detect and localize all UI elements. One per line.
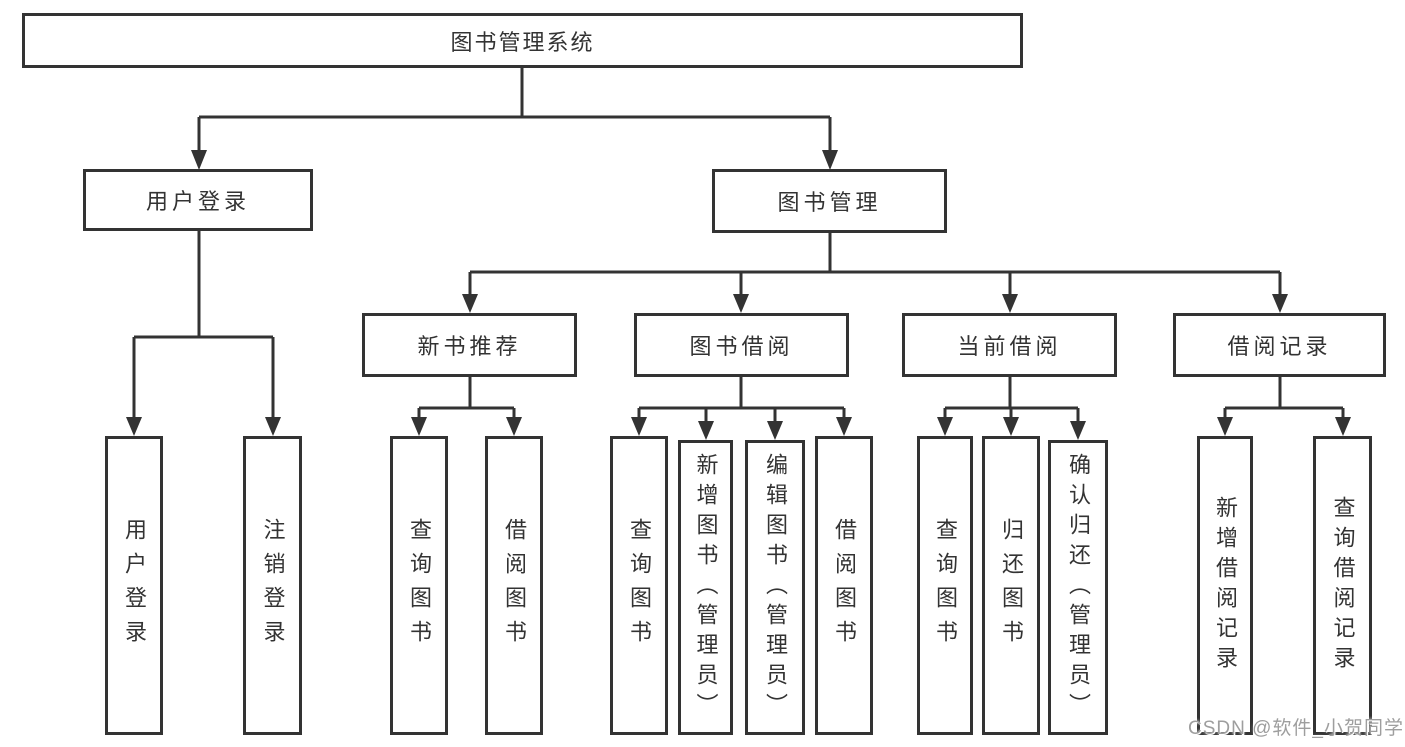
node-book-borrowing-label: 图书借阅: [689, 334, 794, 359]
leaf-nb-borrow-books-label: 借阅图书: [502, 517, 527, 654]
leaf-logout: 注销登录: [243, 436, 302, 735]
leaf-cb-query-books-label: 查询图书: [933, 517, 958, 654]
connector-new-book-recommend: [411, 377, 522, 436]
connector-current-borrowing: [937, 377, 1086, 440]
node-root-label: 图书管理系统: [450, 29, 595, 55]
node-new-book-recommend-label: 新书推荐: [417, 334, 522, 359]
node-current-borrowing: 当前借阅: [902, 313, 1117, 377]
leaf-bb-query-books: 查询图书: [610, 436, 668, 735]
leaf-user-login: 用户登录: [105, 436, 163, 735]
leaf-cb-confirm-return-admin: 确认归还（管理员）: [1048, 440, 1108, 735]
leaf-bb-add-books-admin-label: 新增图书（管理员）: [693, 452, 719, 723]
leaf-nb-borrow-books: 借阅图书: [485, 436, 543, 735]
node-root: 图书管理系统: [22, 13, 1023, 68]
node-current-borrowing-label: 当前借阅: [957, 334, 1062, 359]
leaf-br-add-record-label: 新增借阅记录: [1213, 495, 1238, 676]
node-user-login-label: 用户登录: [145, 189, 250, 214]
node-book-management: 图书管理: [712, 169, 947, 233]
leaf-bb-edit-books-admin: 编辑图书（管理员）: [745, 440, 805, 735]
leaf-cb-confirm-return-admin-label: 确认归还（管理员）: [1066, 452, 1091, 723]
leaf-bb-borrow-books-label: 借阅图书: [832, 517, 857, 654]
node-book-management-label: 图书管理: [777, 190, 882, 215]
node-book-borrowing: 图书借阅: [634, 313, 849, 377]
node-user-login: 用户登录: [83, 169, 313, 231]
leaf-bb-borrow-books: 借阅图书: [815, 436, 873, 735]
leaf-br-add-record: 新增借阅记录: [1197, 436, 1253, 735]
node-borrowing-records-label: 借阅记录: [1227, 334, 1332, 359]
node-new-book-recommend: 新书推荐: [362, 313, 577, 377]
leaf-cb-return-books: 归还图书: [982, 436, 1040, 735]
leaf-nb-query-books: 查询图书: [390, 436, 448, 735]
connector-book-borrowing: [631, 377, 852, 440]
connector-book-management: [462, 233, 1288, 313]
leaf-cb-query-books: 查询图书: [917, 436, 973, 735]
leaf-bb-edit-books-admin-label: 编辑图书（管理员）: [763, 452, 788, 723]
connector-user-login: [126, 231, 281, 436]
leaf-bb-query-books-label: 查询图书: [627, 517, 652, 654]
node-borrowing-records: 借阅记录: [1173, 313, 1386, 377]
leaf-bb-add-books-admin: 新增图书（管理员）: [678, 440, 733, 735]
csdn-watermark: CSDN @软件_小贺同学: [1188, 718, 1404, 739]
connector-borrowing-records: [1217, 377, 1351, 436]
leaf-logout-label: 注销登录: [260, 517, 286, 654]
leaf-cb-return-books-label: 归还图书: [999, 517, 1024, 654]
leaf-br-query-record-label: 查询借阅记录: [1330, 495, 1356, 676]
leaf-br-query-record: 查询借阅记录: [1313, 436, 1372, 735]
leaf-nb-query-books-label: 查询图书: [407, 517, 432, 654]
connector-root: [191, 68, 838, 170]
leaf-user-login-label: 用户登录: [122, 517, 147, 654]
